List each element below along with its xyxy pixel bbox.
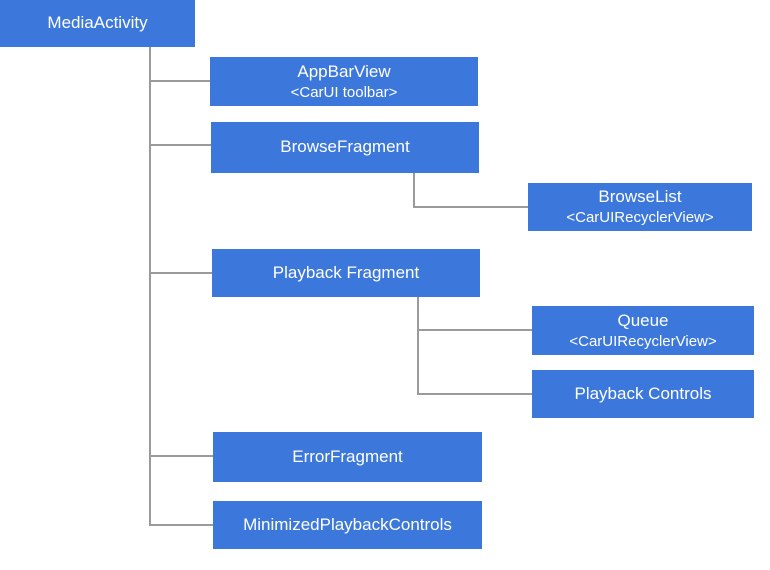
connector-branch-playbackcontrols	[417, 393, 532, 395]
node-title: MediaActivity	[47, 13, 148, 33]
node-queue: Queue <CarUIRecyclerView>	[532, 306, 754, 355]
connector-branch-playbackfragment	[149, 272, 212, 274]
node-subtitle: <CarUIRecyclerView>	[566, 209, 714, 227]
node-browselist: BrowseList <CarUIRecyclerView>	[528, 183, 752, 231]
node-subtitle: <CarUIRecyclerView>	[569, 332, 717, 350]
node-errorfragment: ErrorFragment	[213, 432, 482, 482]
connector-branch-browsefragment	[149, 144, 211, 146]
node-browsefragment: BrowseFragment	[211, 122, 479, 173]
connector-branch-queue	[417, 329, 532, 331]
node-mediaactivity: MediaActivity	[0, 0, 195, 47]
connector-branch-appbarview	[149, 80, 210, 82]
node-title: BrowseList	[598, 187, 682, 207]
node-minimizedplaybackcontrols: MinimizedPlaybackControls	[213, 501, 482, 549]
connector-branch-minimizedplaybackcontrols	[149, 524, 213, 526]
connector-browse-vertical	[413, 173, 415, 208]
node-playbackcontrols: Playback Controls	[532, 370, 754, 418]
connector-trunk-vertical	[149, 47, 151, 526]
node-subtitle: <CarUI toolbar>	[290, 83, 398, 101]
connector-playback-vertical	[417, 297, 419, 395]
node-title: MinimizedPlaybackControls	[243, 514, 452, 534]
node-playbackfragment: Playback Fragment	[212, 249, 480, 297]
node-title: BrowseFragment	[280, 137, 410, 157]
node-title: Playback Fragment	[272, 262, 420, 282]
connector-branch-browselist	[413, 206, 528, 208]
node-title: Playback Controls	[574, 383, 712, 403]
node-title: AppBarView	[297, 61, 391, 81]
node-title: ErrorFragment	[292, 446, 403, 466]
node-title: Queue	[617, 310, 669, 330]
node-appbarview: AppBarView <CarUI toolbar>	[210, 57, 478, 106]
connector-branch-errorfragment	[149, 455, 213, 457]
